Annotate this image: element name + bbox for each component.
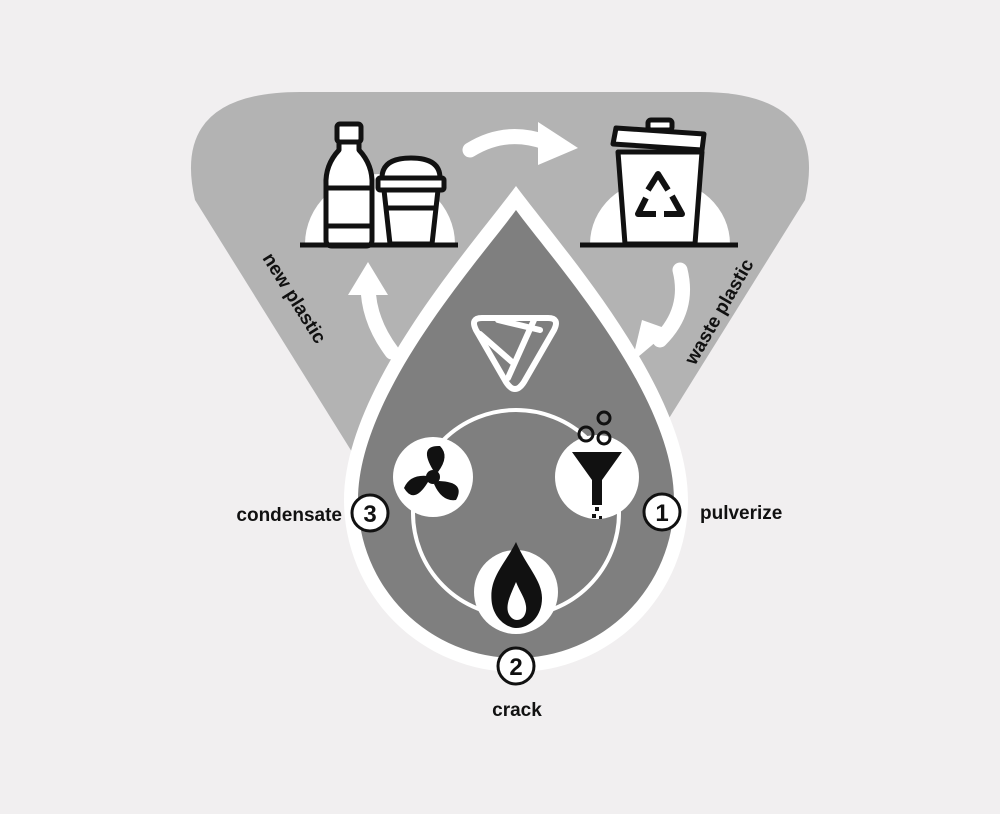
- bubbles-icon: [577, 410, 612, 446]
- waste-plastic-icons: [580, 117, 738, 248]
- svg-text:2: 2: [509, 654, 522, 681]
- arrow-heads: [348, 122, 670, 362]
- condensate-node: [393, 437, 473, 517]
- label-pulverize: pulverize: [700, 503, 782, 524]
- funnel-icon: [572, 452, 622, 519]
- step-badge-2: 2: [496, 646, 536, 686]
- step-badge-3: 3: [350, 493, 390, 533]
- svg-text:1: 1: [655, 500, 668, 527]
- flame-icon: [491, 542, 542, 628]
- step-badge-1: 1: [642, 492, 682, 532]
- svg-text:3: 3: [363, 501, 376, 528]
- arrow-right: [652, 262, 690, 348]
- drop-body: [358, 210, 674, 658]
- arrow-right-head: [632, 320, 670, 362]
- cup-icon: [375, 155, 447, 247]
- arrow-top: [462, 129, 553, 158]
- recycle-bin-icon: [610, 117, 707, 247]
- fan-icon: [404, 445, 459, 501]
- recycle-symbol-icon: [635, 171, 685, 217]
- logo-icon: [471, 315, 559, 392]
- label-condensate: condensate: [236, 505, 342, 526]
- pulverize-node: [555, 410, 639, 519]
- crack-node: [474, 542, 558, 634]
- label-crack: crack: [492, 700, 542, 721]
- arrow-top-head: [538, 122, 578, 165]
- arrow-left-head: [348, 262, 388, 295]
- new-plastic-icons: [300, 121, 458, 249]
